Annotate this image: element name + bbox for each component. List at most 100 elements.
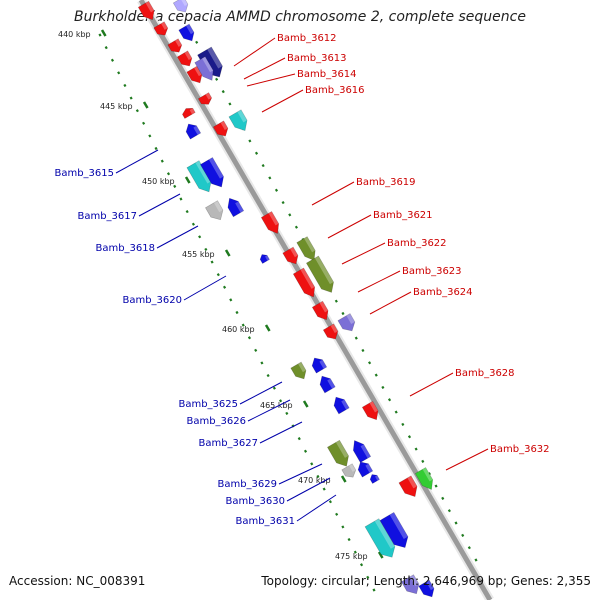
scale-dot-right (368, 361, 372, 365)
scale-dot-right (274, 188, 279, 192)
scale-dot-right (434, 484, 438, 488)
scale-dot-right (427, 472, 431, 476)
scale-dot-right (387, 398, 392, 402)
gene-feature-shade (298, 362, 306, 373)
scale-dot-left (279, 399, 283, 403)
leader-line (243, 57, 286, 80)
gene-label-reverse: Bamb_3626 (186, 416, 246, 427)
gene-feature (379, 512, 409, 548)
gene-feature-body (361, 400, 379, 421)
leader-line (327, 214, 372, 239)
gene-feature-shade (374, 475, 380, 481)
gene-label-forward: Bamb_3614 (297, 69, 357, 80)
scale-dot-left (372, 588, 376, 592)
gene-feature (414, 467, 434, 490)
leader-line (115, 149, 159, 174)
scale-dot-left (222, 285, 227, 289)
scale-dot-right (394, 410, 398, 414)
gene-feature-shade (365, 463, 373, 473)
gene-feature (327, 439, 349, 467)
scale-dot-left (366, 575, 370, 579)
scale-dot-left (328, 500, 332, 504)
scale-tick-label: 440 kbp (58, 30, 91, 39)
scale-dot-right (361, 348, 365, 353)
accession-text: Accession: NC_008391 (9, 574, 146, 588)
gene-feature-body (185, 123, 202, 140)
gene-feature (352, 440, 372, 463)
gene-feature (259, 254, 270, 264)
gene-feature-body (364, 518, 396, 558)
leader-line (311, 181, 355, 206)
gene-label-reverse: Bamb_3617 (77, 211, 137, 222)
gene-feature-body (292, 267, 316, 298)
scale-dot-right (447, 509, 451, 513)
gene-feature-shade (330, 323, 338, 334)
scale-dot-right (228, 102, 232, 106)
leader-line (296, 494, 337, 522)
gene-feature-shade (194, 66, 202, 77)
scale-dot-left (117, 71, 121, 75)
gene-feature-shade (195, 160, 212, 184)
scale-major-tick (340, 475, 347, 483)
gene-feature (296, 236, 316, 261)
gene-label-reverse: Bamb_3629 (217, 479, 277, 490)
scale-dot-left (166, 172, 171, 176)
gene-feature (137, 0, 155, 21)
scale-dot-left (347, 537, 351, 542)
gene-feature-shade (319, 301, 329, 313)
scale-dot-left (241, 323, 245, 327)
gene-feature (357, 461, 374, 478)
gene-label-forward: Bamb_3623 (402, 266, 462, 277)
gene-label-reverse: Bamb_3620 (122, 295, 182, 306)
gene-feature (311, 357, 328, 374)
gene-feature-shade (268, 211, 279, 226)
gene-label-reverse: Bamb_3618 (95, 243, 155, 254)
scale-major-tick (377, 551, 384, 559)
gene-label-forward: Bamb_3628 (455, 368, 515, 379)
gene-feature-body (259, 254, 270, 264)
scale-dot-left (160, 159, 164, 163)
gene-label-forward: Bamb_3624 (413, 287, 473, 298)
gene-label-forward: Bamb_3613 (287, 53, 347, 64)
gene-feature-body (311, 357, 328, 374)
leader-line (286, 477, 331, 502)
scale-dot-right (261, 163, 265, 168)
scale-dot-right (195, 40, 199, 44)
gene-feature (194, 56, 214, 81)
scale-dot-left (285, 411, 289, 415)
label-layer: Bamb_3612Bamb_3613Bamb_3614Bamb_3616Bamb… (54, 33, 549, 527)
gene-feature-shade (341, 399, 350, 410)
scale-major-tick (302, 400, 309, 408)
gene-feature-shade (319, 359, 327, 369)
scale-dot-right (374, 373, 378, 377)
gene-feature-shade (220, 120, 228, 131)
scale-dot-right (254, 151, 259, 155)
scale-dot-right (294, 225, 298, 229)
scale-dot-right (288, 213, 292, 217)
scale-dot-left (104, 46, 108, 50)
gene-feature-shade (327, 378, 336, 389)
gene-feature-body (197, 46, 223, 78)
gene-feature (197, 92, 213, 105)
scale-major-tick (142, 101, 149, 109)
gene-feature (369, 474, 380, 484)
gene-feature-shade (145, 1, 155, 13)
gene-feature-body (398, 475, 418, 498)
gene-feature (212, 120, 229, 137)
gene-feature-shade (335, 440, 349, 458)
gene-feature-body (290, 361, 307, 380)
gene-feature-shade (264, 255, 270, 261)
scale-dot-left (129, 96, 133, 100)
scale-dot-right (268, 176, 272, 180)
leader-line (183, 275, 227, 301)
scale-tick-label: 450 kbp (142, 177, 175, 186)
scale-dot-right (341, 311, 345, 316)
gene-feature-body (341, 463, 357, 478)
gene-feature (418, 579, 435, 598)
gene-feature-body (352, 440, 372, 463)
gene-label-reverse: Bamb_3630 (225, 496, 285, 507)
gene-feature-shade (235, 201, 244, 213)
gene-feature-body (205, 200, 224, 221)
gene-feature-shade (409, 574, 419, 587)
gene-feature-body (296, 236, 316, 261)
